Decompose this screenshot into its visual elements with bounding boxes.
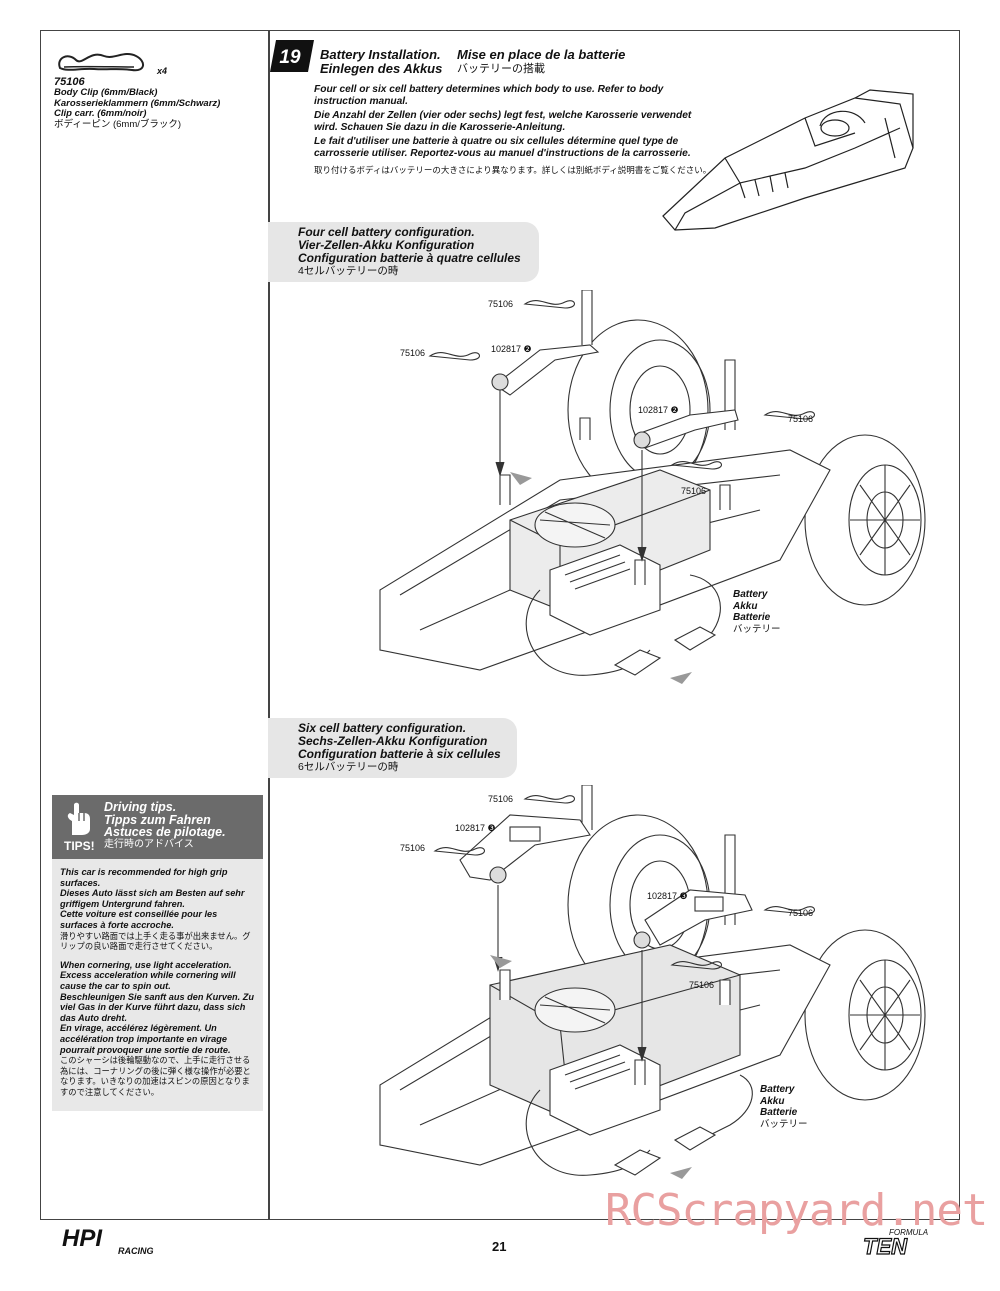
intro-jp: 取り付けるボディはバッテリーの大きさにより異なります。詳しくは別紙ボディ説明書を… [314,165,712,175]
chassis-diagram-4cell [379,290,926,684]
config6-heading: Six cell battery configuration. Sechs-Ze… [268,718,517,778]
callout-4cell-1: 102817 ❷ [491,344,532,354]
part-number: 75106 [54,76,85,88]
config6-de: Sechs-Zellen-Akku Konfiguration [298,734,488,748]
config6-jp: 6セルバッテリーの時 [298,761,399,773]
callout-6cell-1: 102817 ❸ [455,823,496,833]
battery-label-4cell: Battery Akku Batterie バッテリー [733,589,781,635]
callout-6cell-0: 75106 [488,794,514,804]
config4-heading: Four cell battery configuration. Vier-Ze… [268,222,539,282]
config4-fr: Configuration batterie à quatre cellules [298,251,521,265]
intro-de: Die Anzahl der Zellen (vier oder sechs) … [314,110,692,133]
column-divider [268,30,270,1220]
svg-text:RACING: RACING [118,1246,154,1256]
part-entry: x4 75106 Body Clip (6mm/Black) Karosseri… [54,46,264,130]
battery-de: Akku [760,1095,785,1107]
hand-pointing-icon [67,802,90,835]
callout-6cell-2: 75106 [400,843,426,853]
tip2-fr: En virage, accélérez légèrement. Un accé… [60,1023,231,1055]
tip1-de: Dieses Auto lässt sich am Besten auf seh… [60,888,245,909]
tip2-en: When cornering, use light acceleration. … [60,959,236,991]
part-desc-de: Karosserieklammern (6mm/Schwarz) [54,97,221,109]
tip2-jp: このシャーシは後輪駆動なので、上手に走行させる為には、コーナリングの後に弾く様な… [60,1055,251,1097]
battery-jp: バッテリー [733,623,781,635]
body-shell-illustration [662,89,914,231]
callout-4cell-5: 75106 [681,486,707,496]
step-number: 19 [279,47,301,68]
step-title-right: Mise en place de la batterie バッテリーの搭載 [457,48,625,76]
page-number: 21 [492,1239,507,1254]
step-title-left: Battery Installation. Einlegen des Akkus [320,48,442,76]
tips-label: TIPS! [64,839,95,853]
watermark: RCScrapyard.net [605,1185,988,1236]
step-badge: 19 [270,40,314,72]
svg-text:FORMULA: FORMULA [889,1228,928,1237]
callout-4cell-4: 75106 [788,414,814,424]
callout-4cell-3: 102817 ❷ [638,405,679,415]
callout-4cell-2: 75106 [400,348,426,358]
battery-label-6cell: Battery Akku Batterie バッテリー [760,1084,808,1130]
callout-6cell-5: 75106 [689,980,715,990]
tip1-en: This car is recommended for high grip su… [60,867,228,888]
part-desc-jp: ボディーピン (6mm/ブラック) [54,118,182,130]
part-quantity: x4 [157,66,168,76]
battery-fr: Batterie [733,612,771,623]
tips-title-fr: Astuces de pilotage. [104,825,226,839]
tips-body: This car is recommended for high grip su… [52,859,263,1111]
config4-de: Vier-Zellen-Akku Konfiguration [298,238,475,252]
tip1-jp: 滑りやすい路面では上手く走る事が出来ません。グリップの良い路面で走行させてくださ… [60,930,251,952]
callout-6cell-3: 102817 ❸ [647,891,688,901]
battery-en: Battery [760,1084,795,1095]
tips-title-jp: 走行時のアドバイス [104,838,194,850]
tip1-fr: Cette voiture est conseillée pour les su… [60,909,218,930]
tips-title-en: Driving tips. [104,800,177,814]
part-desc-fr: Clip carr. (6mm/noir) [54,108,147,119]
step-title-fr: Mise en place de la batterie [457,47,626,62]
step-title-en: Battery Installation. [320,47,441,62]
callout-6cell-4: 75106 [788,908,814,918]
body-clip-illustration: x4 [54,46,264,76]
config6-en: Six cell battery configuration. [298,721,467,735]
tips-title-de: Tipps zum Fahren [104,812,211,827]
formula-ten-logo: FORMULA TEN [862,1228,928,1256]
config6-fr: Configuration batterie à six cellules [298,747,501,761]
battery-fr: Batterie [760,1107,798,1118]
battery-jp: バッテリー [760,1118,808,1130]
battery-en: Battery [733,589,768,600]
svg-text:TEN: TEN [863,1234,908,1256]
svg-text:HPI: HPI [62,1226,103,1252]
intro-text: Four cell or six cell battery determines… [314,84,714,178]
intro-fr: Le fait d'utiliser une batterie à quatre… [314,136,691,159]
hpi-racing-logo: HPI RACING [62,1226,154,1256]
battery-de: Akku [733,600,758,612]
tip2-de: Beschleunigen Sie sanft aus den Kurven. … [60,991,255,1023]
intro-en: Four cell or six cell battery determines… [314,84,664,107]
config4-en: Four cell battery configuration. [298,225,475,239]
callout-4cell-0: 75106 [488,299,514,309]
config4-jp: 4セルバッテリーの時 [298,265,399,277]
tips-header: TIPS! Driving tips. Tipps zum Fahren Ast… [52,795,263,859]
step-title-de: Einlegen des Akkus [320,61,443,76]
chassis-diagram-6cell [379,785,926,1179]
tips-title: Driving tips. Tipps zum Fahren Astuces d… [104,801,226,851]
step-title-jp: バッテリーの搭載 [457,63,545,75]
page-frame [40,30,960,1220]
part-desc-en: Body Clip (6mm/Black) [54,87,158,98]
